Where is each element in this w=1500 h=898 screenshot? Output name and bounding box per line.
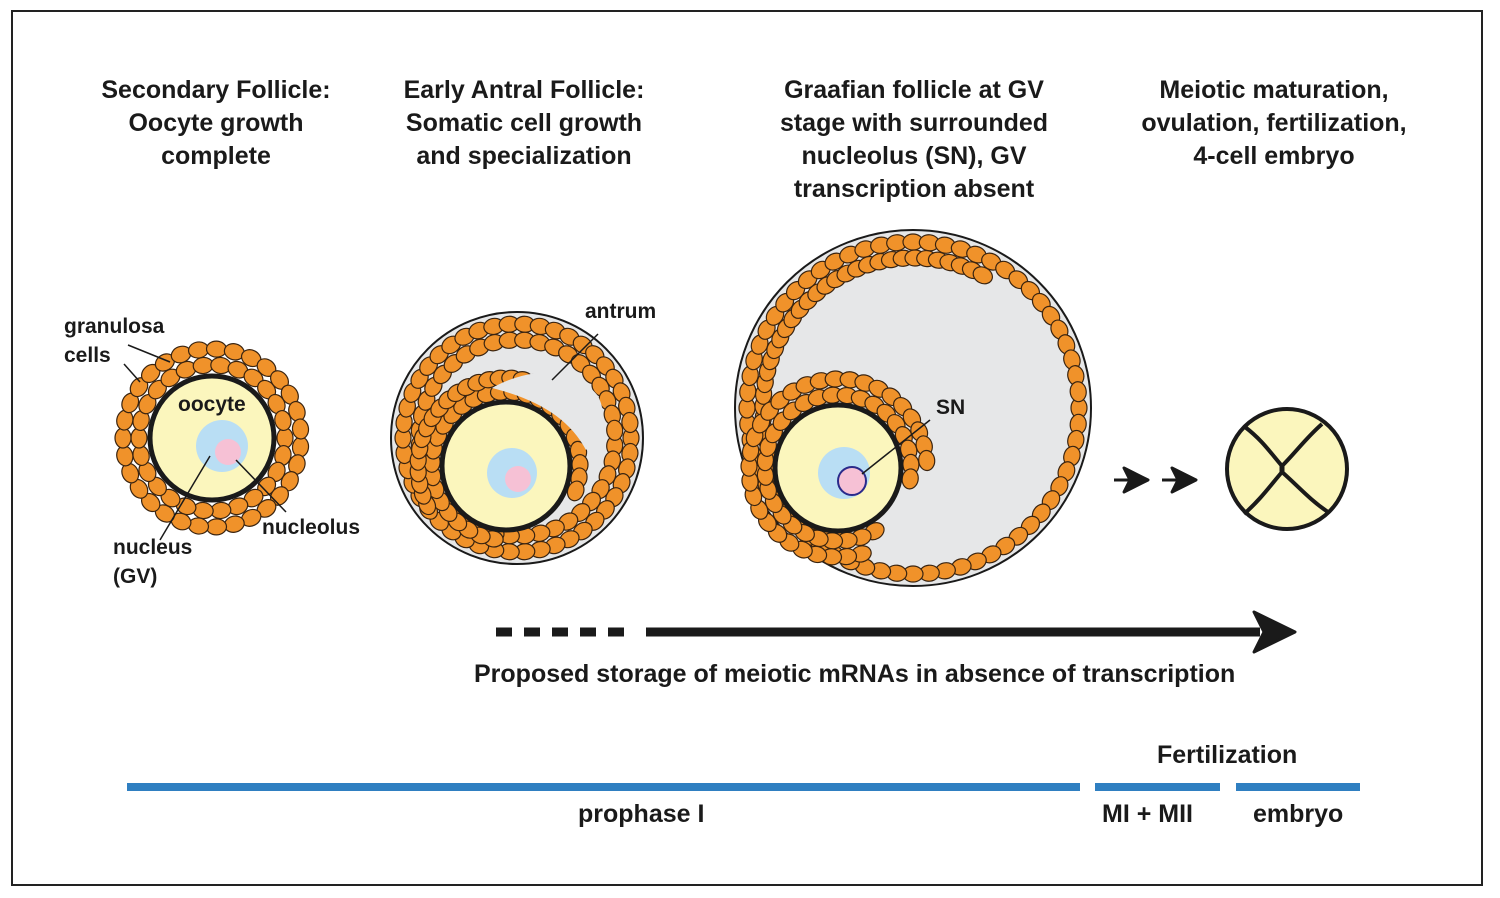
timeline-embryo-label: embryo [1253,800,1344,828]
granulosa-cell [918,449,936,472]
four-cell-embryo [1225,407,1349,531]
timeline-mi-mii-label: MI + MII [1102,800,1193,828]
leader-nucleus [159,455,211,541]
label-nucleolus: nucleolus [262,516,361,539]
graafian-follicle [734,229,1092,587]
title-meiotic-maturation: Meiotic maturation,ovulation, fertilizat… [1141,76,1407,170]
leader-granulosa-b [123,363,141,383]
title-early-antral-follicle: Early Antral Follicle:Somatic cell growt… [403,76,645,170]
label-oocyte: oocyte [178,393,246,416]
label-nucleus: nucleus(GV) [113,536,193,588]
granulosa-cell [205,340,228,358]
granulosa-cell [606,419,624,441]
surrounded-nucleolus [837,466,867,496]
small-arrow-2 [1162,466,1198,494]
antrum-space [492,372,603,450]
granulosa-cell [130,427,148,449]
granulosa-cells-graafian [738,233,1088,583]
granulosa-cell [621,411,639,434]
label-antrum: antrum [585,300,657,323]
small-arrow-1 [1114,466,1150,494]
granulosa-cell [274,410,292,431]
storage-arrow [496,610,1297,654]
leader-granulosa-a [127,344,171,363]
progression-arrows [1114,466,1198,494]
label-sn: SN [936,396,966,419]
timeline-fertilization-label: Fertilization [1157,741,1298,769]
nucleolus-secondary [215,439,241,465]
nucleolus-antral [505,466,531,492]
storage-caption: Proposed storage of meiotic mRNAs in abs… [474,660,1236,688]
granulosa-cell [972,266,994,285]
leader-nucleolus [235,459,287,513]
granulosa-cell [114,427,132,449]
figure-frame [11,10,1483,886]
granulosa-cell [1069,381,1087,403]
timeline-prophase-label: prophase I [578,800,705,828]
granulosa-cell [291,418,310,440]
leader-antrum [551,333,599,381]
storage-arrowhead [1252,610,1297,654]
granulosa-cells-antral [394,315,640,561]
secondary-follicle [114,340,310,541]
granulosa-cell [205,518,228,536]
early-antral-follicle [390,311,644,565]
leader-sn [861,419,931,475]
granulosa-cell [276,427,294,449]
granulosa-cells-secondary [114,340,310,536]
